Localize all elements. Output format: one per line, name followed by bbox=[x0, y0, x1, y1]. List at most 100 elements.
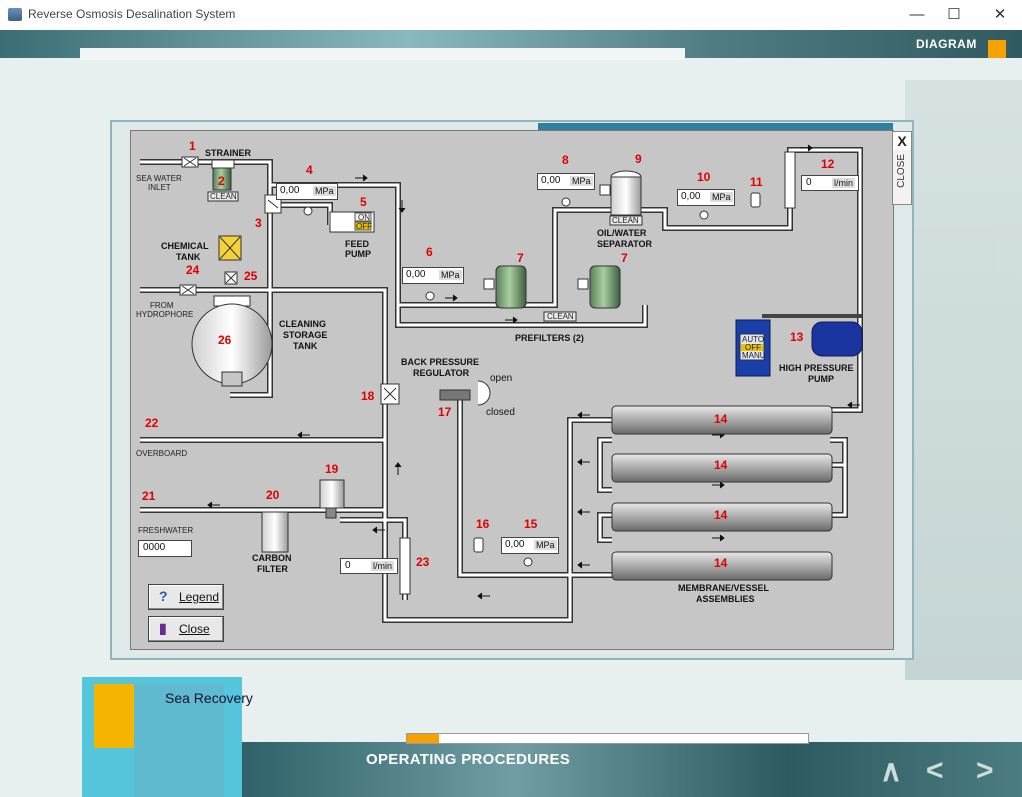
num-21: 21 bbox=[142, 489, 156, 503]
valve-1-icon bbox=[181, 156, 199, 168]
freshwater-counter: 0000 bbox=[138, 540, 192, 557]
bpr-label-2: REGULATOR bbox=[413, 368, 470, 378]
membrane-vessels bbox=[611, 405, 833, 581]
pressure-gauge-10-icon bbox=[699, 210, 709, 220]
separator-label-2: SEPARATOR bbox=[597, 239, 653, 249]
bpr-open-label: open bbox=[490, 373, 512, 384]
num-13: 13 bbox=[790, 330, 804, 344]
thumbnail-manual bbox=[94, 684, 134, 748]
separator-clean-label: CLEAN bbox=[612, 216, 639, 225]
app-icon bbox=[8, 8, 22, 21]
close-x-icon[interactable]: X bbox=[893, 132, 911, 150]
gauge-4-readout: 0,00 MPa bbox=[276, 183, 338, 200]
gauge-8-readout: 0,00 MPa bbox=[537, 173, 595, 190]
chemical-tank-label-2: TANK bbox=[176, 252, 201, 262]
pressure-gauge-15-icon bbox=[523, 557, 533, 567]
question-icon: ? bbox=[159, 588, 168, 604]
flow-23-readout: 0 l/min bbox=[340, 558, 398, 574]
legend-button[interactable]: ? Legend bbox=[148, 584, 224, 610]
strainer-label: STRAINER bbox=[205, 148, 252, 158]
nav-next-button[interactable]: > bbox=[976, 754, 994, 787]
feed-pump-off: OFF bbox=[356, 222, 372, 231]
minimize-button[interactable]: — bbox=[909, 6, 925, 23]
feed-pump-label-2: PUMP bbox=[345, 249, 371, 259]
bpr-label-1: BACK PRESSURE bbox=[401, 357, 479, 367]
diagram-close-tab[interactable]: X CLOSE bbox=[892, 131, 912, 205]
high-pressure-pump bbox=[735, 314, 863, 377]
nav-up-button[interactable]: ∧ bbox=[880, 755, 902, 788]
diagram-button[interactable] bbox=[988, 40, 1006, 58]
flow-switch-16-icon bbox=[473, 537, 484, 553]
num-10: 10 bbox=[697, 170, 711, 184]
num-8: 8 bbox=[562, 153, 569, 167]
valve-25-icon bbox=[224, 271, 238, 285]
section-label: DIAGRAM bbox=[916, 37, 977, 51]
num-5: 5 bbox=[360, 195, 367, 209]
prefilter-clean-label: CLEAN bbox=[547, 312, 574, 321]
hp-manu: MANU bbox=[742, 351, 766, 360]
thumbnail-control-panel bbox=[134, 684, 224, 797]
num-1: 1 bbox=[189, 139, 196, 153]
separator-label-1: OIL/WATER bbox=[597, 228, 647, 238]
membrane-label-2: ASSEMBLIES bbox=[696, 594, 755, 604]
progress-fill bbox=[407, 734, 440, 743]
back-pressure-regulator bbox=[439, 380, 491, 406]
num-2: 2 bbox=[218, 174, 225, 188]
overboard-label: OVERBOARD bbox=[136, 449, 187, 458]
cleaning-storage-tank bbox=[191, 295, 273, 387]
title-bar: Reverse Osmosis Desalination System — ☐ … bbox=[0, 0, 1022, 31]
num-12: 12 bbox=[821, 157, 835, 171]
num-14b: 14 bbox=[714, 458, 728, 472]
prefilter-1 bbox=[483, 265, 527, 309]
gauge-15-readout: 0,00 MPa bbox=[501, 537, 559, 554]
carbon-filter-label-2: FILTER bbox=[257, 564, 288, 574]
num-3: 3 bbox=[255, 216, 262, 230]
cleaning-tank-label-2: STORAGE bbox=[283, 330, 327, 340]
num-17: 17 bbox=[438, 405, 452, 419]
pressure-gauge-icon bbox=[303, 206, 313, 216]
background-photo bbox=[905, 80, 1022, 680]
num-20: 20 bbox=[266, 488, 280, 502]
flowmeter-12 bbox=[784, 151, 796, 209]
hp-off: OFF bbox=[745, 343, 761, 352]
num-15: 15 bbox=[524, 517, 538, 531]
gauge-10-readout: 0,00 MPa bbox=[677, 189, 735, 206]
close-button[interactable]: ▮ Close bbox=[148, 616, 224, 642]
feed-pump-label-1: FEED bbox=[345, 239, 370, 249]
sea-water-inlet-label-2: INLET bbox=[148, 183, 171, 192]
carbon-filter-label-1: CARBON bbox=[252, 553, 292, 563]
bpr-closed-label: closed bbox=[486, 407, 515, 418]
window-close-button[interactable]: ✕ bbox=[993, 6, 1007, 23]
footer-title: OPERATING PROCEDURES bbox=[366, 751, 571, 768]
chemical-tank-label-1: CHEMICAL bbox=[161, 241, 209, 251]
strainer bbox=[207, 159, 239, 202]
diagram-window-titlebar bbox=[538, 123, 893, 130]
num-24: 24 bbox=[186, 263, 200, 277]
oil-water-separator bbox=[599, 170, 643, 226]
prefilter-2 bbox=[577, 265, 621, 309]
flow-12-readout: 0 l/min bbox=[801, 175, 859, 191]
nav-back-button[interactable]: < bbox=[926, 754, 944, 787]
strainer-clean-label: CLEAN bbox=[210, 192, 237, 201]
sea-water-inlet-label-1: SEA WATER bbox=[136, 174, 182, 183]
flow-switch-11-icon bbox=[750, 192, 761, 208]
thumbnail-logo: Sea Recovery bbox=[165, 690, 253, 706]
flowmeter-23 bbox=[399, 537, 411, 595]
hp-auto: AUTO bbox=[742, 335, 764, 344]
pressure-gauge-6-icon bbox=[425, 291, 435, 301]
hp-pump-label-1: HIGH PRESSURE bbox=[779, 363, 854, 373]
valve-18-icon bbox=[380, 383, 400, 405]
num-16: 16 bbox=[476, 517, 490, 531]
hp-pump-label-2: PUMP bbox=[808, 374, 834, 384]
maximize-button[interactable]: ☐ bbox=[947, 6, 961, 23]
num-7b: 7 bbox=[621, 251, 628, 265]
door-icon: ▮ bbox=[159, 620, 167, 636]
pressure-gauge-8-icon bbox=[561, 197, 571, 207]
num-14a: 14 bbox=[714, 412, 728, 426]
pressure-regulator-19 bbox=[319, 479, 345, 519]
membrane-label-1: MEMBRANE/VESSEL bbox=[678, 583, 770, 593]
num-14c: 14 bbox=[714, 508, 728, 522]
prefilters-label: PREFILTERS (2) bbox=[515, 333, 584, 343]
num-11: 11 bbox=[750, 175, 763, 189]
